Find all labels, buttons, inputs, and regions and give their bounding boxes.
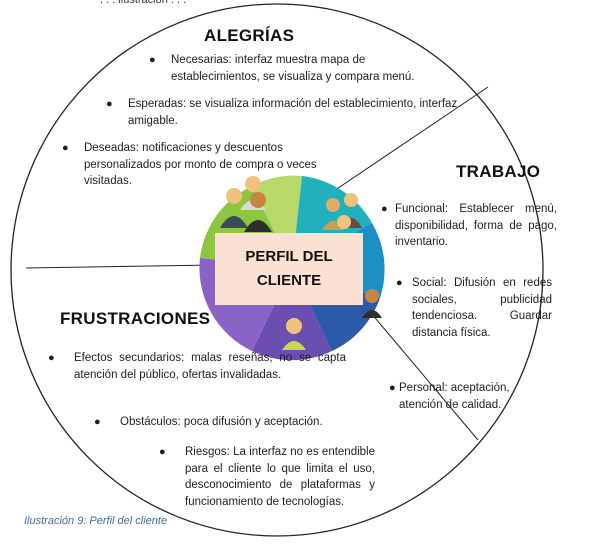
business-people-group-icon xyxy=(220,176,272,232)
trabajo-item-personal: ● Personal: aceptación, atención de cali… xyxy=(389,380,527,413)
outer-circle xyxy=(10,3,544,537)
bullet-icon: ● xyxy=(106,98,113,110)
alegrias-title: ALEGRÍAS xyxy=(204,26,295,45)
bullet-icon: ● xyxy=(62,142,69,154)
list-item-text: Esperadas: se visualiza información del … xyxy=(128,98,458,127)
divider-top-right xyxy=(312,86,489,206)
top-text-fragment: . . . ilustración . . . xyxy=(100,0,187,6)
alegrias-item-deseadas: ● Deseadas: notificaciones y descuentos … xyxy=(62,140,354,190)
bullet-icon: ● xyxy=(48,352,55,364)
center-title-box: PERFIL DEL CLIENTE xyxy=(215,233,363,305)
frustraciones-title: FRUSTRACIONES xyxy=(60,309,211,328)
frustraciones-item-efectos: ● Efectos secundarios: malas reseñas, no… xyxy=(48,350,346,383)
list-item-text: Obstáculos: poca difusión y aceptación. xyxy=(120,416,323,428)
list-item-text: Necesarias: interfaz muestra mapa de est… xyxy=(171,54,415,83)
list-item-text: Deseadas: notificaciones y descuentos pe… xyxy=(84,142,317,187)
bullet-icon: ● xyxy=(389,382,396,394)
segment-purple xyxy=(252,268,332,361)
alegrias-item-necesarias: ● Necesarias: interfaz muestra mapa de e… xyxy=(149,52,421,85)
alegrias-item-esperadas: ● Esperadas: se visualiza información de… xyxy=(106,96,463,129)
bullet-icon: ● xyxy=(396,277,403,289)
trabajo-item-social: ● Social: Difusión en redes sociales, pu… xyxy=(396,275,552,341)
list-item-text: Efectos secundarios: malas reseñas, no s… xyxy=(74,352,346,381)
list-item-text: Social: Difusión en redes sociales, publ… xyxy=(412,277,552,339)
list-item-text: Funcional: Establecer menú, disponibilid… xyxy=(395,203,557,248)
center-title-line2: CLIENTE xyxy=(256,272,322,289)
figure-caption: Ilustración 9: Perfil del cliente xyxy=(24,515,168,527)
frustraciones-item-riesgos: ● Riesgos: La interfaz no es entendible … xyxy=(159,444,375,510)
trabajo-item-funcional: ● Funcional: Establecer menú, disponibil… xyxy=(381,201,557,251)
bullet-icon: ● xyxy=(94,416,101,428)
bullet-icon: ● xyxy=(149,54,156,66)
bullet-icon: ● xyxy=(159,446,166,458)
divider-bottom-right xyxy=(359,299,479,441)
bullet-icon: ● xyxy=(381,203,388,215)
center-title-line1: PERFIL DEL xyxy=(245,248,333,265)
list-item-text: Riesgos: La interfaz no es entendible pa… xyxy=(185,446,375,508)
list-item-text: Personal: aceptación, atención de calida… xyxy=(399,382,510,411)
divider-left xyxy=(25,264,216,269)
frustraciones-item-obstaculos: ● Obstáculos: poca difusión y aceptación… xyxy=(94,414,350,431)
young-person-icon xyxy=(282,318,306,350)
trabajo-title: TRABAJO xyxy=(456,162,541,181)
worker-person-icon xyxy=(362,289,382,318)
